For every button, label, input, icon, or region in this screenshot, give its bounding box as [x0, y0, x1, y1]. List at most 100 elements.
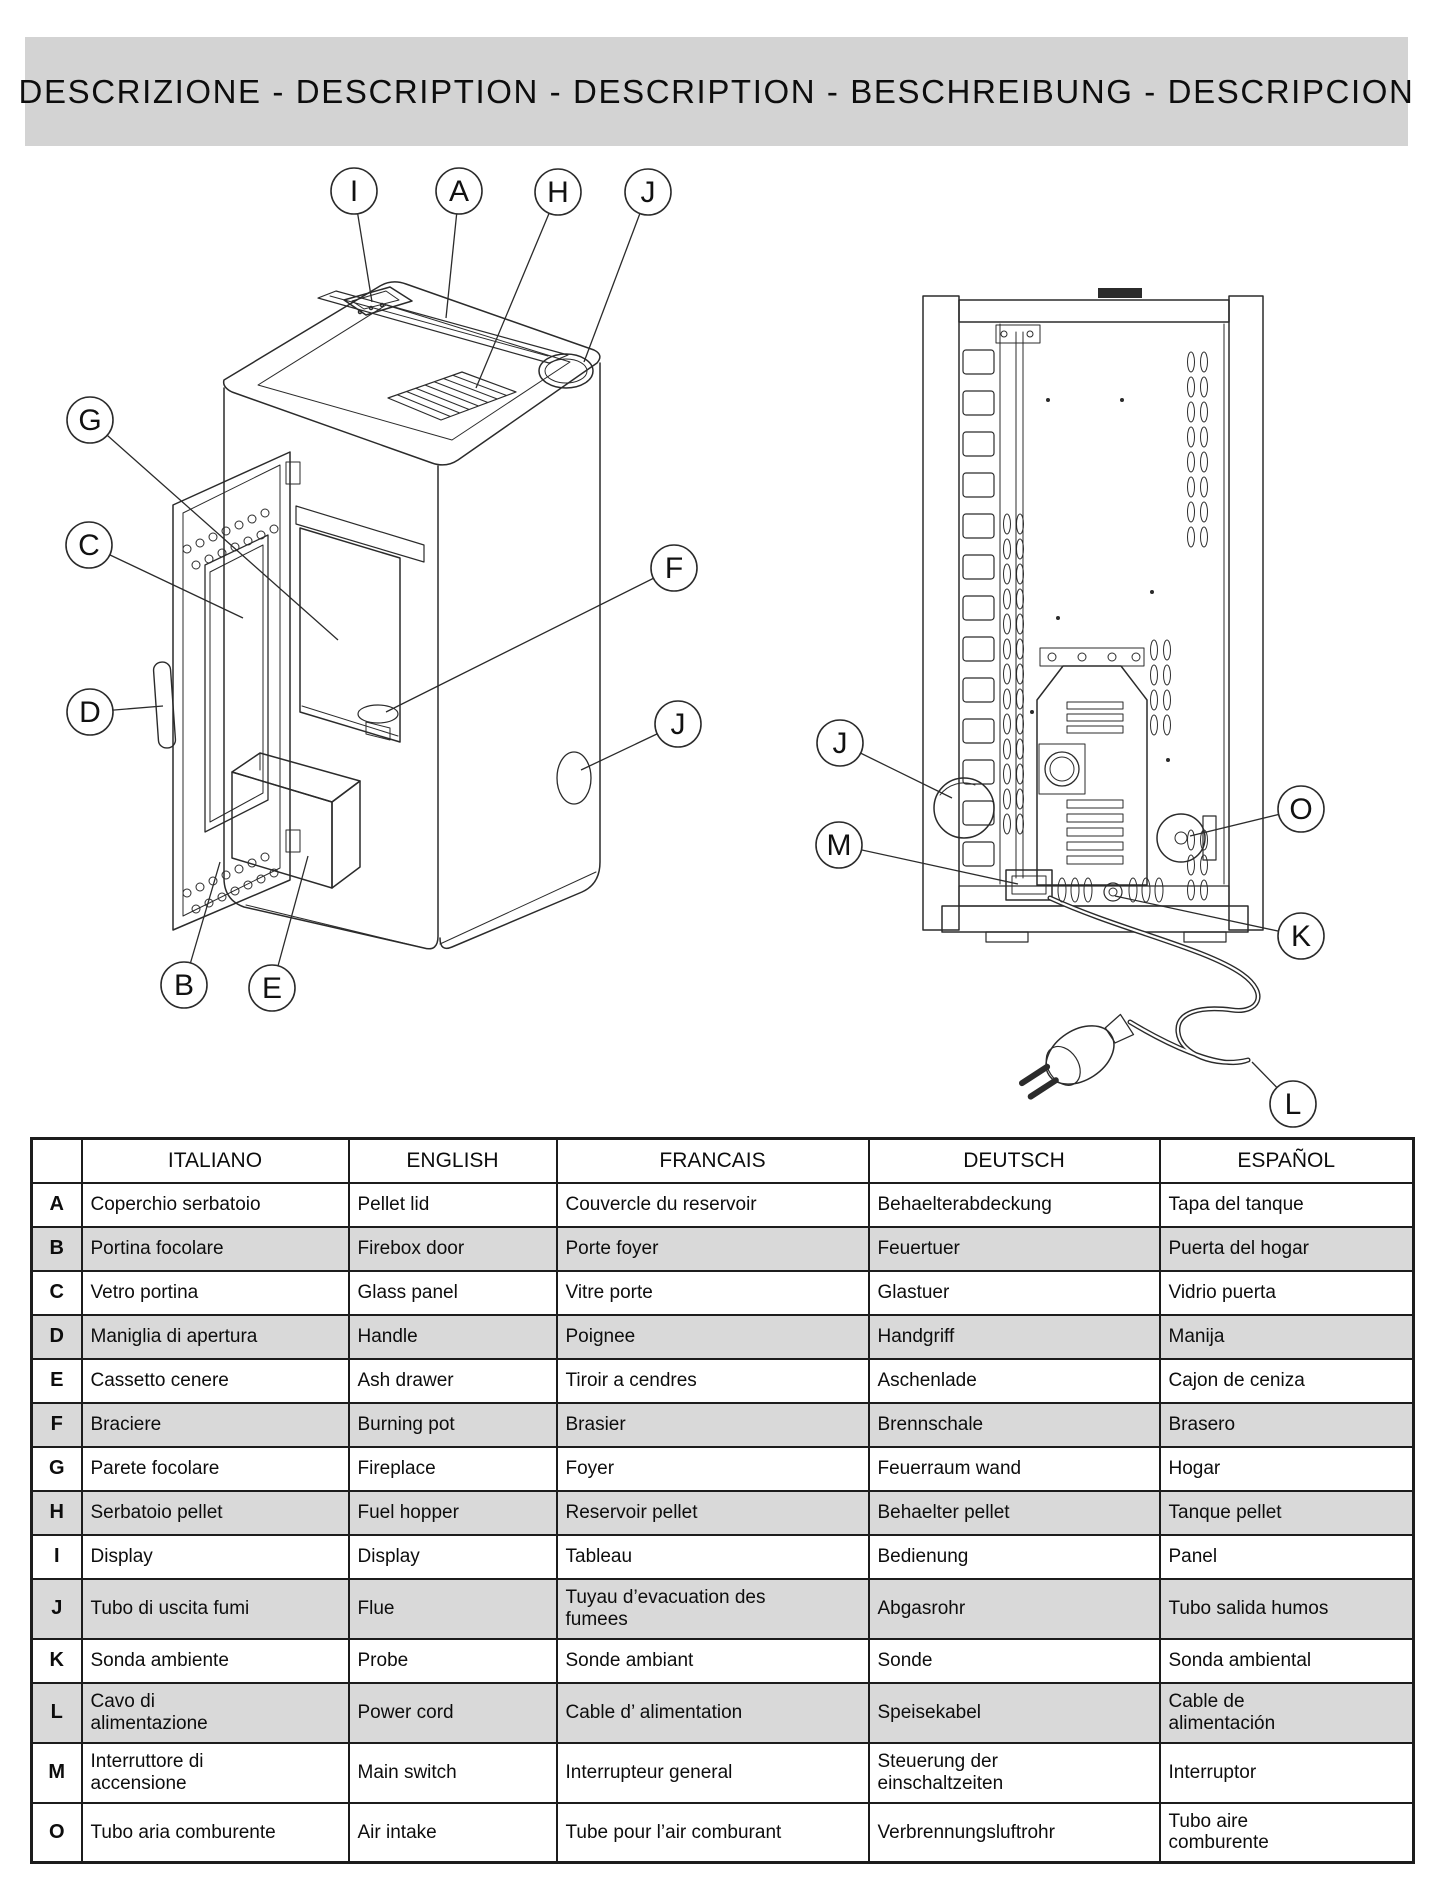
cell-G-italiano: Parete focolare	[80, 1445, 350, 1492]
cell-B-english: Firebox door	[347, 1225, 558, 1272]
cell-O-italiano: Tubo aria comburente	[80, 1801, 350, 1864]
cell-H-espanol: Tanque pellet	[1158, 1489, 1415, 1536]
svg-text:C: C	[78, 529, 100, 562]
cell-D-italiano: Maniglia di apertura	[80, 1313, 350, 1360]
air-intake-pipe	[1156, 813, 1206, 863]
cell-K-espanol: Sonda ambiental	[1158, 1637, 1415, 1684]
rear-base	[941, 905, 1249, 933]
rear-right-column	[1228, 295, 1264, 931]
svg-text:G: G	[78, 404, 101, 437]
row-letter-E: E	[30, 1357, 83, 1404]
ash-drawer	[231, 771, 333, 889]
stove-body-left	[223, 387, 439, 950]
diagram-decorations	[182, 349, 1208, 914]
cell-K-francais: Sonde ambiant	[555, 1637, 870, 1684]
cell-C-francais: Vitre porte	[555, 1269, 870, 1316]
cell-A-deutsch: Behaelterabdeckung	[867, 1181, 1161, 1228]
cell-L-english: Power cord	[347, 1681, 558, 1744]
cell-F-francais: Brasier	[555, 1401, 870, 1448]
cell-G-deutsch: Feuerraum wand	[867, 1445, 1161, 1492]
callout-D: D	[66, 688, 164, 736]
callout-M: M	[815, 821, 1019, 885]
row-letter-J: J	[30, 1577, 83, 1640]
row-letter-A: A	[30, 1181, 83, 1228]
cell-M-deutsch: Steuerung der einschaltzeiten	[867, 1741, 1161, 1804]
cell-I-english: Display	[347, 1533, 558, 1580]
parts-table: ITALIANO ENGLISH FRANCAIS DEUTSCH ESPAÑO…	[30, 1137, 1415, 1864]
callout-O: O	[1189, 785, 1325, 837]
cell-K-english: Probe	[347, 1637, 558, 1684]
svg-text:E: E	[262, 972, 282, 1005]
cell-C-italiano: Vetro portina	[80, 1269, 350, 1316]
door-handle	[152, 661, 177, 749]
cell-E-italiano: Cassetto cenere	[80, 1357, 350, 1404]
row-letter-M: M	[30, 1741, 83, 1804]
flue-pipe	[933, 777, 995, 839]
cell-G-espanol: Hogar	[1158, 1445, 1415, 1492]
side-flue-outlet	[556, 751, 592, 805]
rear-top-rail	[958, 299, 1230, 323]
cell-O-deutsch: Verbrennungsluftrohr	[867, 1801, 1161, 1864]
cell-D-francais: Poignee	[555, 1313, 870, 1360]
stove-top	[222, 281, 601, 466]
callout-J: J	[583, 168, 672, 363]
svg-text:M: M	[827, 829, 852, 862]
svg-text:J: J	[671, 708, 686, 741]
cell-O-espanol: Tubo aire comburente	[1158, 1801, 1415, 1864]
cell-L-francais: Cable d’ alimentation	[555, 1681, 870, 1744]
cell-I-deutsch: Bedienung	[867, 1533, 1161, 1580]
front-view-drawing	[152, 281, 601, 950]
rear-view-drawing	[922, 288, 1264, 1100]
svg-text:J: J	[833, 727, 848, 760]
cell-C-deutsch: Glastuer	[867, 1269, 1161, 1316]
callout-I: I	[330, 167, 378, 303]
svg-text:I: I	[350, 175, 358, 208]
callout-K: K	[1114, 895, 1325, 960]
svg-text:F: F	[665, 552, 683, 585]
cell-M-espanol: Interruptor	[1158, 1741, 1415, 1804]
cell-A-italiano: Coperchio serbatoio	[80, 1181, 350, 1228]
cell-A-espanol: Tapa del tanque	[1158, 1181, 1415, 1228]
cell-B-francais: Porte foyer	[555, 1225, 870, 1272]
cell-J-italiano: Tubo di uscita fumi	[80, 1577, 350, 1640]
row-letter-C: C	[30, 1269, 83, 1316]
cell-J-deutsch: Abgasrohr	[867, 1577, 1161, 1640]
row-letter-O: O	[30, 1801, 83, 1864]
cell-I-italiano: Display	[80, 1533, 350, 1580]
cell-K-italiano: Sonda ambiente	[80, 1637, 350, 1684]
callout-B: B	[160, 861, 221, 1009]
callout-H: H	[475, 168, 582, 389]
cell-M-italiano: Interruttore di accensione	[80, 1741, 350, 1804]
power-plug	[1018, 1013, 1135, 1100]
svg-text:J: J	[641, 176, 656, 209]
cell-A-francais: Couvercle du reservoir	[555, 1181, 870, 1228]
row-letter-B: B	[30, 1225, 83, 1272]
power-cord	[1047, 895, 1261, 1066]
cell-E-english: Ash drawer	[347, 1357, 558, 1404]
cell-D-english: Handle	[347, 1313, 558, 1360]
row-letter-L: L	[30, 1681, 83, 1744]
top-flue-cover	[538, 353, 594, 389]
cell-D-deutsch: Handgriff	[867, 1313, 1161, 1360]
main-switch	[1005, 869, 1053, 901]
table-header-row: ITALIANO ENGLISH FRANCAIS DEUTSCH ESPAÑO…	[30, 1137, 1415, 1184]
stove-body-right	[439, 362, 601, 950]
firebox-door	[172, 451, 291, 931]
cell-E-francais: Tiroir a cendres	[555, 1357, 870, 1404]
row-letter-G: G	[30, 1445, 83, 1492]
svg-text:K: K	[1291, 920, 1311, 953]
cell-A-english: Pellet lid	[347, 1181, 558, 1228]
cell-C-english: Glass panel	[347, 1269, 558, 1316]
